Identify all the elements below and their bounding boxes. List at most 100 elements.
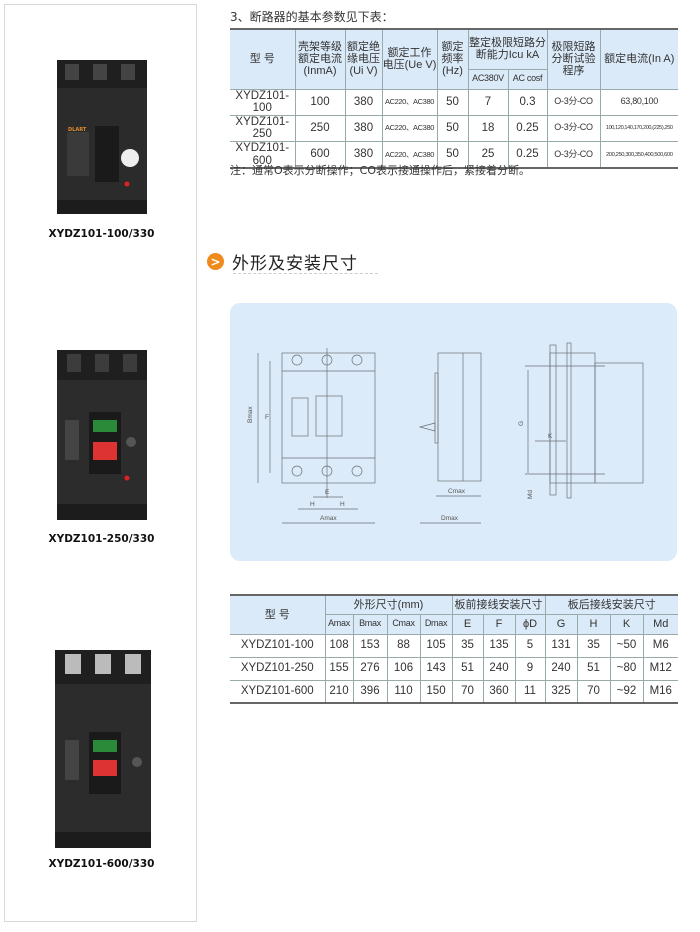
header-working: 额定工作电压(Ue V) [381, 28, 438, 90]
header-e: E [451, 613, 484, 635]
cell: 70 [451, 679, 484, 704]
cell: O-3分-CO [546, 88, 601, 116]
cell: 50 [436, 88, 469, 116]
cell: 88 [386, 633, 421, 658]
cell: 106 [386, 656, 421, 681]
label-bmax: Bmax [247, 406, 254, 423]
label-amax: Amax [320, 515, 337, 522]
cell: 35 [451, 633, 484, 658]
product-caption: XYDZ101-250/330 [48, 533, 155, 545]
label-k: K [548, 433, 553, 440]
rear-mount-view [525, 342, 644, 499]
header-phid: ϕD [514, 613, 546, 635]
product-panel: DLART XYDZ101-100/330 XYDZ101-250/330 [4, 4, 197, 922]
cell: 35 [576, 633, 611, 658]
cell: XYDZ101-100 [230, 88, 296, 116]
label-g: G [518, 421, 525, 426]
cell: 100,120,140,170,200,(225),250 [599, 114, 678, 143]
cell: 150 [419, 679, 453, 704]
header-f: F [482, 613, 516, 635]
cell: 70 [576, 679, 611, 704]
cell: 210 [324, 679, 354, 704]
cell: AC220、AC380 [381, 88, 438, 116]
cell: 9 [514, 656, 546, 681]
cell: O-3分-CO [546, 114, 601, 143]
label-cmax: Cmax [448, 488, 466, 495]
cell: XYDZ101-100 [230, 633, 326, 658]
cell: 18 [467, 114, 509, 143]
header-cmax: Cmax [386, 613, 421, 635]
section-heading: > 外形及安装尺寸 [207, 249, 358, 274]
product-caption: XYDZ101-100/330 [48, 228, 155, 240]
side-view [418, 352, 482, 524]
label-f: F [265, 414, 269, 421]
header-bmax: Bmax [352, 613, 388, 635]
header-cosf: AC cosf [507, 68, 547, 90]
cell: 25 [467, 141, 509, 169]
cell: ~50 [609, 633, 644, 658]
breaker-100-image: DLART [56, 60, 147, 214]
label-h1: H [310, 501, 315, 508]
header-k: K [609, 613, 644, 635]
label-e: E [325, 489, 330, 496]
cell: 325 [544, 679, 578, 704]
section-title: 外形及安装尺寸 [232, 254, 358, 274]
cell: 50 [436, 141, 469, 169]
dimension-diagram: Bmax F E H H Amax Cmax Dmax G K Md [230, 303, 677, 561]
cell: 135 [482, 633, 516, 658]
cell: M12 [642, 656, 678, 681]
header-freq: 额定频率(Hz) [436, 28, 469, 90]
cell: 5 [514, 633, 546, 658]
cell: ~80 [609, 656, 644, 681]
cell: 240 [544, 656, 578, 681]
product-xydz101-250: XYDZ101-250/330 [5, 350, 198, 545]
header-insulation: 额定绝缘电压(Ui V) [344, 28, 383, 90]
cell: ~92 [609, 679, 644, 704]
header-front: 板前接线安装尺寸 [451, 594, 546, 615]
cell: 155 [324, 656, 354, 681]
cell: M6 [642, 633, 678, 658]
label-md: Md [527, 490, 534, 499]
cell: 250 [294, 114, 346, 143]
product-xydz101-600: XYDZ101-600/330 [5, 650, 198, 870]
cell: 100 [294, 88, 346, 116]
cell: 50 [436, 114, 469, 143]
cell: 153 [352, 633, 388, 658]
cell: 380 [344, 88, 383, 116]
divider [233, 273, 378, 274]
cell: 110 [386, 679, 421, 704]
cell: 51 [576, 656, 611, 681]
product-caption: XYDZ101-600/330 [48, 858, 155, 870]
cell: 143 [419, 656, 453, 681]
cell: 105 [419, 633, 453, 658]
cell: 131 [544, 633, 578, 658]
header-rear: 板后接线安装尺寸 [544, 594, 678, 615]
header-dmax: Dmax [419, 613, 453, 635]
cell: 276 [352, 656, 388, 681]
params-title: 3、断路器的基本参数见下表： [230, 10, 394, 24]
cell: 63,80,100 [599, 88, 678, 116]
cell: 240 [482, 656, 516, 681]
cell: 7 [467, 88, 509, 116]
breaker-600-image [54, 650, 151, 848]
header-model: 型 号 [230, 594, 326, 635]
header-test: 极限短路分断试验程序 [546, 28, 601, 90]
label-h2: H [340, 501, 345, 508]
brand-label: DLART [68, 127, 87, 133]
header-frame: 壳架等级额定电流(InmA) [294, 28, 346, 90]
label-dmax: Dmax [441, 515, 459, 522]
cell: 380 [344, 114, 383, 143]
cell: 0.3 [507, 88, 548, 116]
header-breaking: 整定极限短路分断能力Icu kA [467, 28, 548, 70]
header-current: 额定电流(In A) [599, 28, 678, 90]
cell: M16 [642, 679, 678, 704]
chevron-right-icon: > [207, 253, 224, 270]
cell: 396 [352, 679, 388, 704]
cell: 51 [451, 656, 484, 681]
